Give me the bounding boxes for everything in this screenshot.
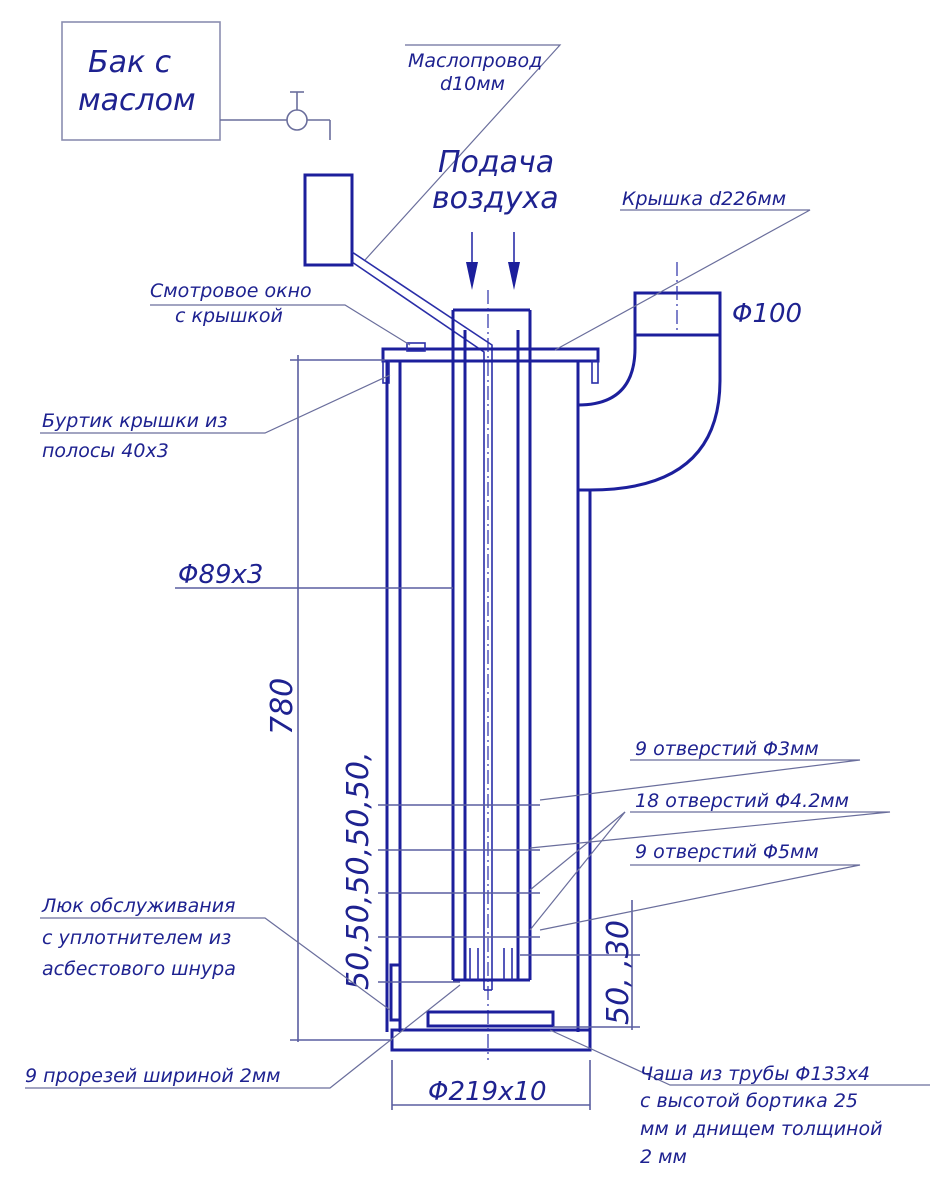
inner-pipe-label: Φ89х3 <box>178 560 263 590</box>
hatch-label-2: с уплотнителем из <box>42 927 231 949</box>
holes-4-2mm-label: 18 отверстий Φ4.2мм <box>635 790 849 812</box>
window-label-1: Смотровое окно <box>150 280 312 302</box>
air-tube <box>451 308 532 982</box>
oil-tank-label-2: маслом <box>78 83 196 118</box>
view-window <box>406 342 426 352</box>
air-supply-label-2: воздуха <box>432 181 559 216</box>
holes-3mm-label: 9 отверстий Φ3мм <box>635 738 819 760</box>
height-dimension: 780 <box>265 678 300 735</box>
hatch-label-1: Люк обслуживания <box>41 895 235 917</box>
oil-pipe-label-1: Маслопровод <box>408 50 542 72</box>
chimney-elbow <box>577 291 722 500</box>
left-spacing-dimension: 50,50,50,50,50, <box>341 751 376 990</box>
bowl-label-2: с высотой бортика 25 <box>640 1090 858 1112</box>
lid-rim-right <box>591 360 599 384</box>
holes-5mm-label: 9 отверстий Φ5мм <box>635 841 819 863</box>
leader-lines <box>25 44 930 1089</box>
service-hatch <box>389 963 402 1022</box>
dimension-780 <box>175 355 633 1110</box>
oil-pipe-label-2: d10мм <box>440 73 505 95</box>
ash-bowl <box>426 1010 555 1028</box>
window-label-2: с крышкой <box>175 305 283 327</box>
oil-tank-label-1: Бак с <box>88 45 172 80</box>
rim-label-2: полосы 40х3 <box>42 440 169 462</box>
right-spacing-dimension: 50, ,30 <box>601 920 636 1025</box>
lid-label: Крышка d226мм <box>622 188 786 210</box>
lid <box>381 347 600 363</box>
bowl-label-3: мм и днищем толщиной <box>640 1118 882 1140</box>
body-diameter: Φ219х10 <box>428 1077 547 1107</box>
oil-reservoir <box>303 173 354 267</box>
chimney-diameter: Φ100 <box>732 299 802 329</box>
air-supply-label-1: Подача <box>438 145 554 180</box>
hole-rows <box>378 804 640 1028</box>
bowl-label-4: 2 мм <box>640 1146 687 1168</box>
air-arrow-icon <box>466 232 520 290</box>
slots-label: 9 прорезей шириной 2мм <box>25 1065 281 1087</box>
body-bottom <box>390 1028 592 1052</box>
slots <box>469 948 513 980</box>
valve-icon <box>220 91 331 140</box>
bowl-label-1: Чаша из трубы Φ133х4 <box>640 1063 870 1085</box>
outer-body <box>385 361 592 1032</box>
oil-tank-box <box>61 21 221 141</box>
hatch-label-3: асбестового шнура <box>42 958 236 980</box>
rim-label-1: Буртик крышки из <box>42 410 228 432</box>
